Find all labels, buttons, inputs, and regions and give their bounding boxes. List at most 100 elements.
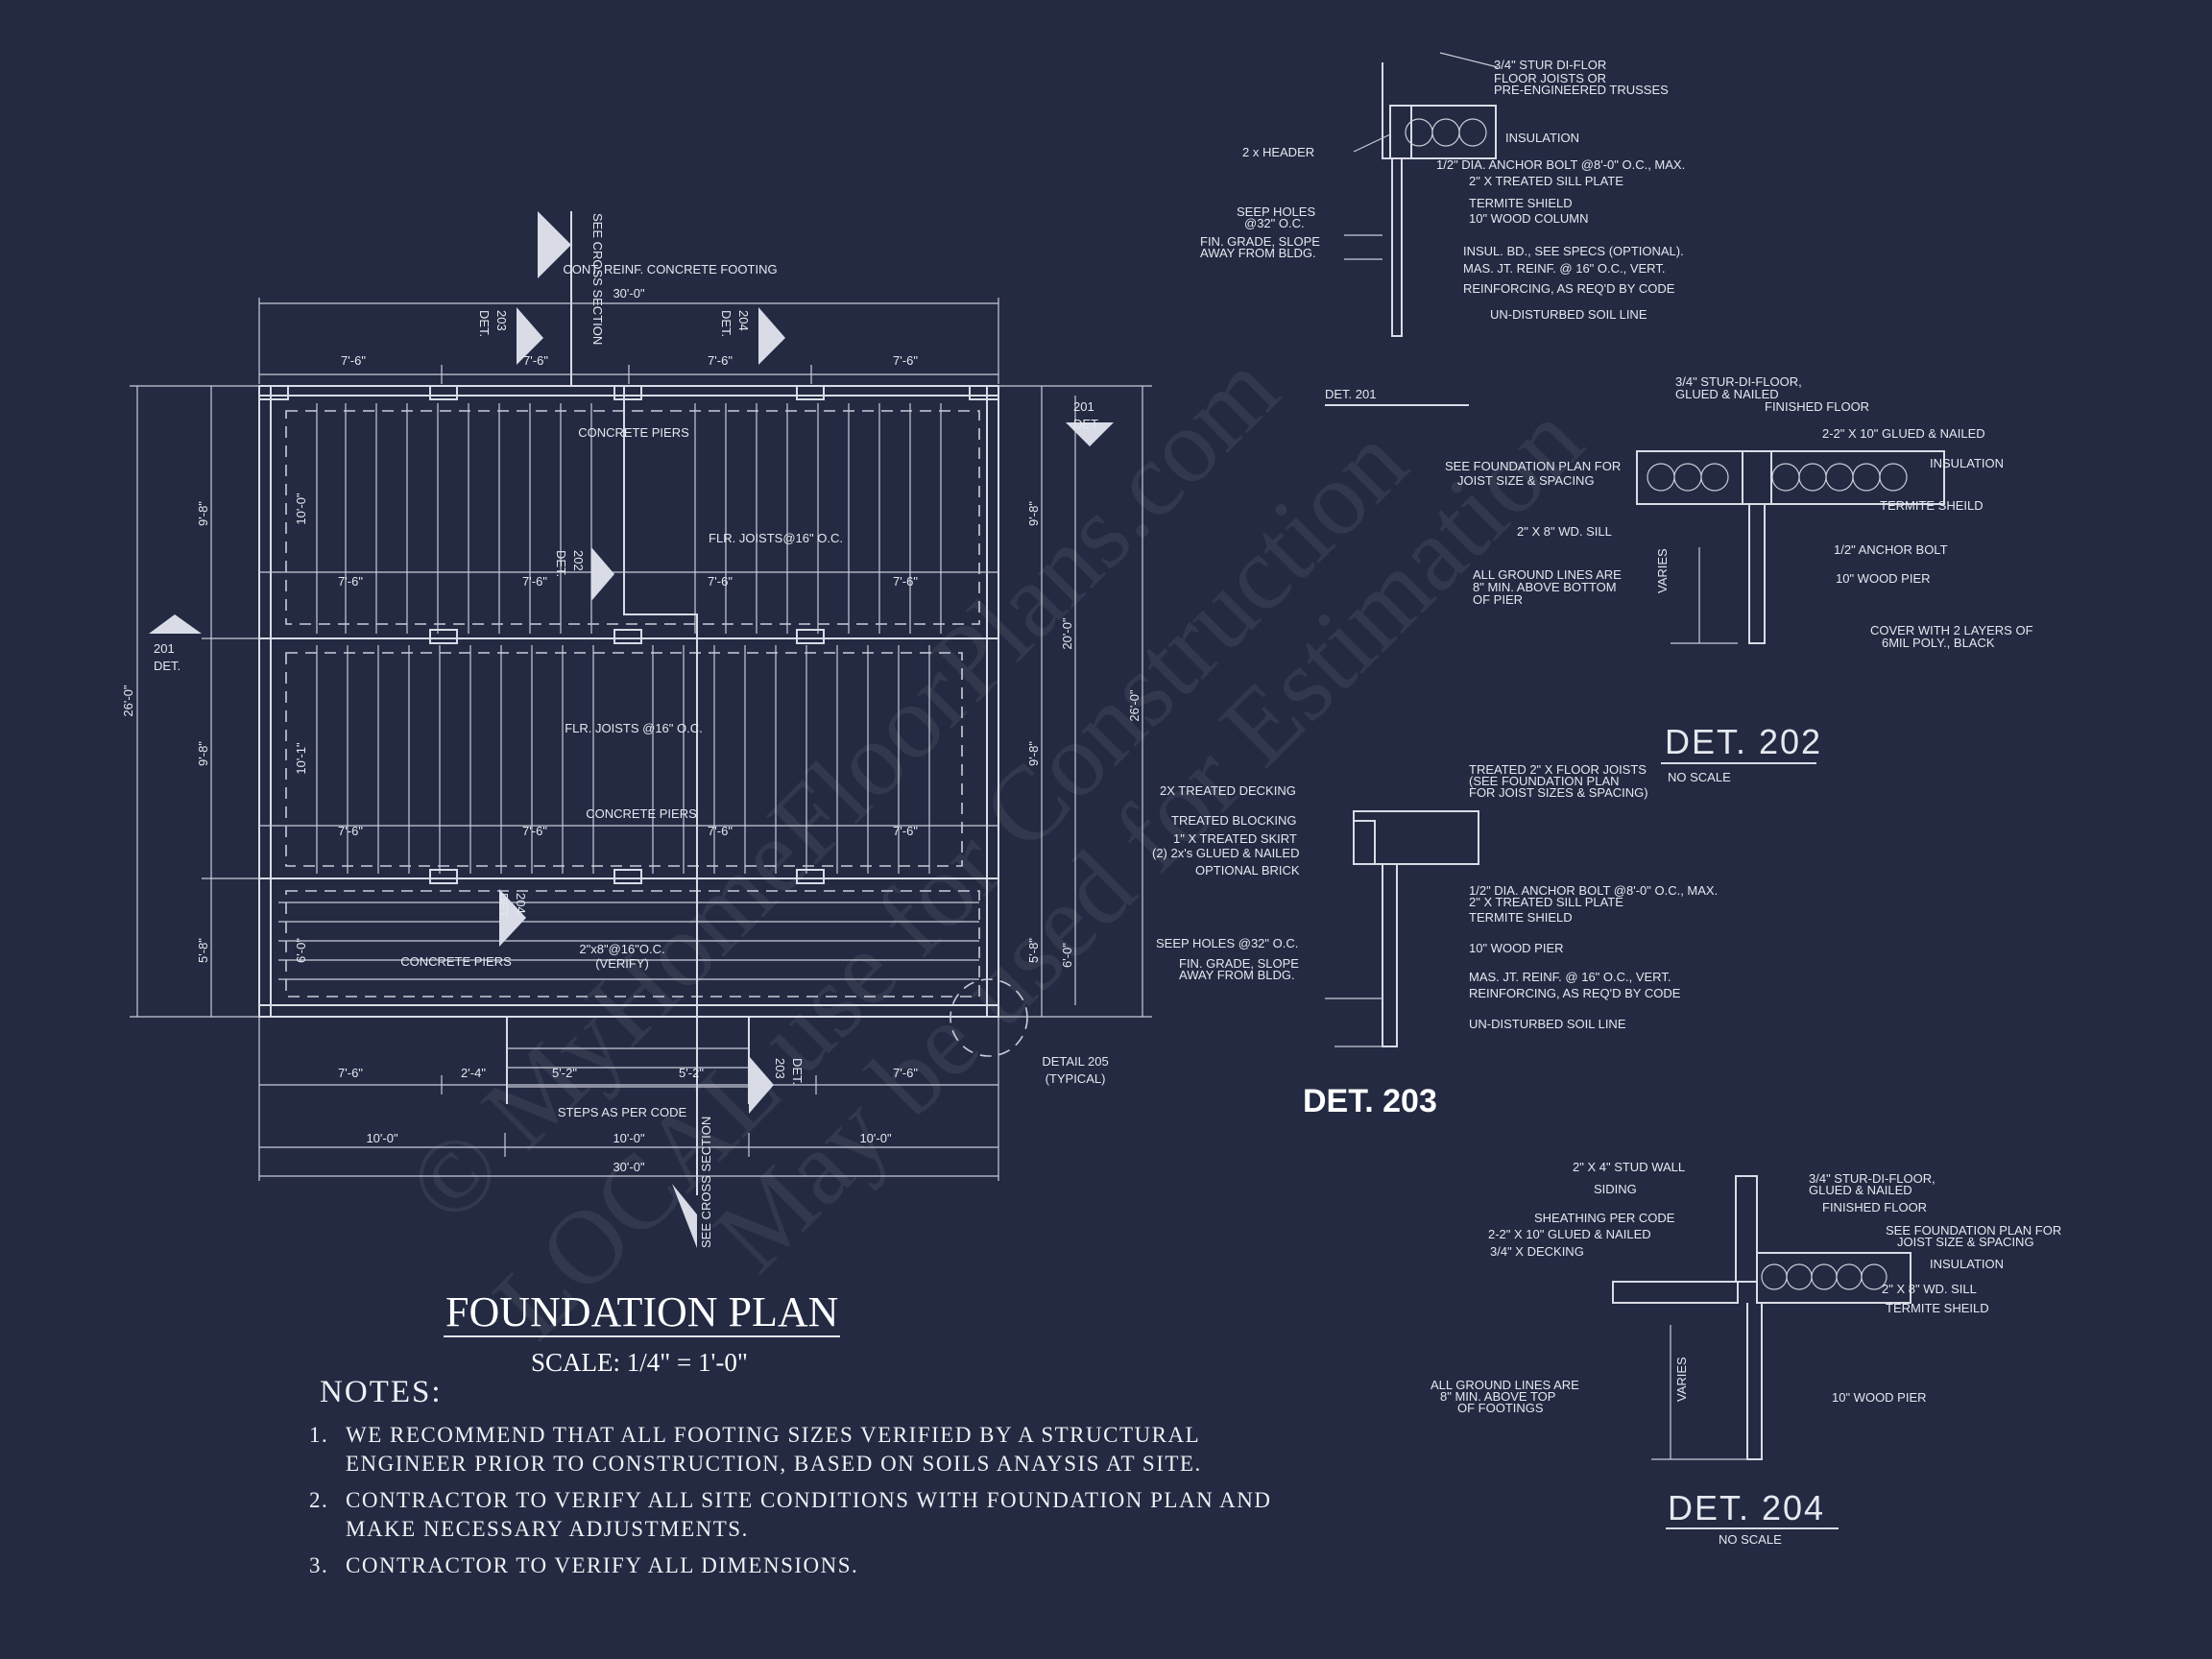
dim-bay-top-1: 7'-6" <box>341 353 366 368</box>
marker-204-num: 204 <box>736 310 751 331</box>
det202-label-0: 3/4" STUR-DI-FLOOR, <box>1675 374 1802 389</box>
det204-label-0: 2" X 4" STUD WALL <box>1573 1160 1685 1174</box>
label-flr-joists-mid: FLR. JOISTS @16" O.C. <box>565 721 703 735</box>
dim-overall-depth-right: 26'-0" <box>1127 689 1142 722</box>
det204-label-2: SHEATHING PER CODE <box>1534 1211 1675 1225</box>
det203-label-13: FIN. GRADE, SLOPE <box>1179 956 1299 971</box>
note-item: 2. CONTRACTOR TO VERIFY ALL SITE CONDITI… <box>309 1486 1288 1544</box>
dim-bay-mid-2: 7'-6" <box>522 574 547 589</box>
det201-label-8: 10" WOOD COLUMN <box>1469 211 1589 226</box>
dim-10-0-b: 10'-0" <box>613 1131 645 1145</box>
note-item: 1. WE RECOMMEND THAT ALL FOOTING SIZES V… <box>309 1421 1288 1479</box>
det202-label-5: JOIST SIZE & SPACING <box>1457 473 1595 488</box>
detail-205-callout <box>950 978 1028 1057</box>
det204-label-11: 2" X 8" WD. SILL <box>1882 1282 1977 1296</box>
note-text: WE RECOMMEND THAT ALL FOOTING SIZES VERI… <box>346 1423 1202 1476</box>
note-number: 1. <box>309 1423 329 1447</box>
plan-scale: SCALE: 1/4" = 1'-0" <box>531 1348 748 1377</box>
dashed-footing-mid <box>285 652 963 867</box>
det202-label-2: FINISHED FLOOR <box>1765 399 1869 414</box>
det204-label-9: JOIST SIZE & SPACING <box>1897 1235 2034 1249</box>
det201-title: DET. 201 <box>1325 387 1376 401</box>
dim-5-2-b: 5'-2" <box>679 1066 704 1080</box>
det201-label-0: 3/4" STUR DI-FLOR <box>1494 58 1606 72</box>
det202-label-11: 8" MIN. ABOVE BOTTOM <box>1473 580 1617 594</box>
dim-10-0-inner: 10'-0" <box>294 493 308 525</box>
det204-label-12: TERMITE SHEILD <box>1886 1301 1989 1315</box>
det201-label-7: TERMITE SHIELD <box>1469 196 1573 210</box>
det204-label-15: OF FOOTINGS <box>1457 1401 1544 1415</box>
det202-label-10: ALL GROUND LINES ARE <box>1473 567 1622 582</box>
det202-title: DET. 202 <box>1665 722 1822 761</box>
label-steps: STEPS AS PER CODE <box>558 1105 687 1119</box>
det202-label-12: OF PIER <box>1473 592 1523 607</box>
marker-202-det: DET. <box>554 550 568 577</box>
marker-204-low-num: 204 <box>514 893 528 914</box>
det202-label-3: 2-2" X 10" GLUED & NAILED <box>1822 426 1985 441</box>
see-cross-section-top: SEE CROSS SECTION <box>590 213 605 345</box>
det201-label-10: @32" O.C. <box>1244 216 1305 230</box>
foundation-plan: CONT. REINF. CONCRETE FOOTING 30'-0" 7'-… <box>121 211 1152 1248</box>
det201-label-9: SEEP HOLES <box>1237 204 1315 219</box>
det203-label-1: TREATED 2" X FLOOR JOISTS <box>1469 762 1647 777</box>
detail-201: 3/4" STUR DI-FLOR FLOOR JOISTS OR PRE-EN… <box>1200 52 1685 406</box>
det203-label-7: OPTIONAL BRICK <box>1195 863 1300 878</box>
see-cross-section-bottom: SEE CROSS SECTION <box>699 1117 713 1248</box>
dim-bay-mid-4: 7'-6" <box>893 574 918 589</box>
dim-bay-top-3: 7'-6" <box>708 353 733 368</box>
det202-label-4: SEE FOUNDATION PLAN FOR <box>1445 459 1621 473</box>
det204-label-5: 3/4" STUR-DI-FLOOR, <box>1809 1171 1936 1186</box>
det202-label-14: COVER WITH 2 LAYERS OF <box>1870 623 2033 637</box>
det204-sub: NO SCALE <box>1719 1532 1782 1547</box>
det202-label-9: 1/2" ANCHOR BOLT <box>1834 542 1948 557</box>
section-markers <box>149 211 1114 1248</box>
det203-label-4: TREATED BLOCKING <box>1171 813 1297 828</box>
dashed-footing-bottom <box>285 890 980 998</box>
dim-overall-width-top: 30'-0" <box>613 286 645 301</box>
marker-203-det: DET. <box>477 310 492 337</box>
dim-bay-bottom-1: 7'-6" <box>338 1066 363 1080</box>
dashed-footing-top <box>285 410 980 625</box>
label-concrete-piers-mid: CONCRETE PIERS <box>586 806 697 821</box>
det203-label-3: FOR JOIST SIZES & SPACING) <box>1469 785 1648 800</box>
det204-label-4: 3/4" X DECKING <box>1490 1244 1584 1259</box>
det204-label-13: ALL GROUND LINES ARE <box>1431 1378 1579 1392</box>
det202-label-15: 6MIL POLY., BLACK <box>1882 636 1995 650</box>
det204-label-10: INSULATION <box>1930 1257 2004 1271</box>
dim-5-8-right: 5'-8" <box>1026 938 1041 963</box>
det202-label-7: TERMITE SHEILD <box>1880 498 1984 513</box>
det201-label-15: REINFORCING, AS REQ'D BY CODE <box>1463 281 1675 296</box>
dim-5-8-left: 5'-8" <box>196 938 210 963</box>
marker-201-left-num: 201 <box>154 641 175 656</box>
dim-9-8-left-b: 9'-8" <box>196 741 210 766</box>
label-joist-2x8: 2"x8"@16"O.C. <box>579 942 664 956</box>
label-joist-verify: (VERIFY) <box>595 956 649 971</box>
note-item: 3. CONTRACTOR TO VERIFY ALL DIMENSIONS. <box>309 1551 1288 1580</box>
det203-label-12: 10" WOOD PIER <box>1469 941 1564 955</box>
marker-201-right-num: 201 <box>1073 399 1094 414</box>
det201-label-4: INSULATION <box>1505 131 1579 145</box>
det204-label-14: 8" MIN. ABOVE TOP <box>1440 1389 1555 1404</box>
det203-label-17: UN-DISTURBED SOIL LINE <box>1469 1017 1626 1031</box>
dim-20-0-right: 20'-0" <box>1060 617 1074 650</box>
marker-201-left-det: DET. <box>154 659 180 673</box>
det204-label-7: FINISHED FLOOR <box>1822 1200 1927 1214</box>
det202-sub: NO SCALE <box>1668 770 1731 784</box>
watermark: © MyHomeFloorPlans.com LOCAL use for Con… <box>385 330 1604 1360</box>
det203-label-14: AWAY FROM BLDG. <box>1179 968 1295 982</box>
det204-label-6: GLUED & NAILED <box>1809 1183 1912 1197</box>
dim-bay-low-2: 7'-6" <box>522 824 547 838</box>
label-concrete-piers-bottom: CONCRETE PIERS <box>400 954 512 969</box>
detail-203: 2X TREATED DECKING TREATED 2" X FLOOR JO… <box>1152 762 1718 1119</box>
det203-label-6: (2) 2x's GLUED & NAILED <box>1152 846 1299 860</box>
dim-overall-depth-left: 26'-0" <box>121 685 135 717</box>
det201-label-12: AWAY FROM BLDG. <box>1200 246 1316 260</box>
dim-bay-mid-1: 7'-6" <box>338 574 363 589</box>
det203-label-11: SEEP HOLES @32" O.C. <box>1156 936 1298 950</box>
floor-joists <box>278 403 979 980</box>
det204-label-8: SEE FOUNDATION PLAN FOR <box>1886 1223 2061 1238</box>
dim-bay-top-4: 7'-6" <box>893 353 918 368</box>
marker-204-low-det: DET. <box>496 893 511 920</box>
det202-label-8: 2" X 8" WD. SILL <box>1517 524 1612 539</box>
dim-overall-width-bottom: 30'-0" <box>613 1160 645 1174</box>
